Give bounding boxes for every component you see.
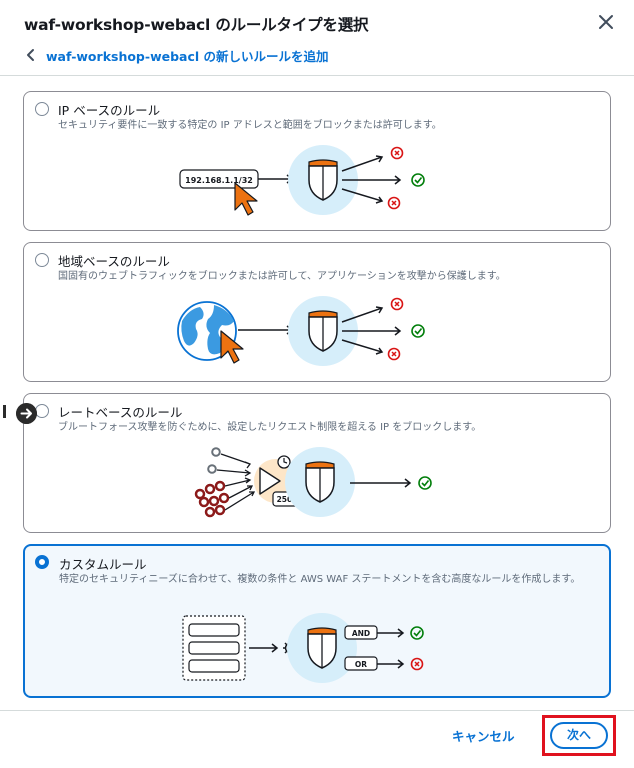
rate-rule-illustration: 2500 xyxy=(194,447,432,518)
and-label: AND xyxy=(352,629,370,638)
block-x-icon xyxy=(387,196,401,210)
cancel-button[interactable]: キャンセル xyxy=(452,729,515,744)
next-button[interactable]: 次へ xyxy=(550,722,608,749)
throttle-funnel xyxy=(259,467,281,495)
radio-rate[interactable] xyxy=(35,404,49,418)
modal-header: waf-workshop-webacl のルールタイプを選択 xyxy=(0,0,634,44)
card-title: IP ベースのルール xyxy=(58,103,161,118)
radio-geo[interactable] xyxy=(35,253,49,267)
card-title: カスタムルール xyxy=(59,557,147,572)
rule-type-card-ip[interactable]: IP ベースのルール セキュリティ要件に一致する特定の IP アドレスと範囲をブ… xyxy=(23,91,611,231)
block-x-icon xyxy=(410,657,424,671)
allow-check-icon xyxy=(410,626,424,640)
allow-check-icon xyxy=(411,324,425,338)
footer-divider xyxy=(0,710,634,711)
header-divider xyxy=(0,75,634,76)
close-icon[interactable] xyxy=(596,12,616,32)
ip-address-label: 192.168.1.1/32 xyxy=(185,176,253,185)
card-description: ブルートフォース攻撃を防ぐために、設定したリクエスト制限を超える IP をブロッ… xyxy=(58,422,482,433)
card-title: レートベースのルール xyxy=(58,405,183,420)
clock-icon xyxy=(277,455,291,469)
or-label: OR xyxy=(355,660,367,669)
next-button-highlight xyxy=(542,715,616,756)
shield-icon xyxy=(307,627,337,669)
drawer-handle[interactable] xyxy=(3,405,6,418)
cursor-arrow-icon xyxy=(220,330,244,364)
shield-icon xyxy=(305,461,335,503)
rule-type-card-geo[interactable]: 地域ベースのルール 国固有のウェブトラフィックをブロックまたは許可して、アプリケ… xyxy=(23,242,611,382)
arrow-right-icon xyxy=(258,174,294,184)
rule-type-card-rate[interactable]: レートベースのルール ブルートフォース攻撃を防ぐために、設定したリクエスト制限を… xyxy=(23,393,611,533)
block-x-icon xyxy=(390,146,404,160)
allow-check-icon xyxy=(411,173,425,187)
block-x-icon xyxy=(390,297,404,311)
shield-icon xyxy=(308,310,338,352)
request-sources xyxy=(194,447,230,518)
ip-rule-illustration: 192.168.1.1/32 xyxy=(179,145,425,216)
block-x-icon xyxy=(387,347,401,361)
allow-check-icon xyxy=(418,476,432,490)
rule-type-card-custom[interactable]: カスタムルール 特定のセキュリティニーズに合わせて、複数の条件と AWS WAF… xyxy=(23,544,611,698)
card-title: 地域ベースのルール xyxy=(58,254,170,269)
card-description: 特定のセキュリティニーズに合わせて、複数の条件と AWS WAF ステートメント… xyxy=(59,574,581,585)
arrow-right-icon xyxy=(249,643,279,653)
card-description: セキュリティ要件に一致する特定の IP アドレスと範囲をブロックまたは許可します… xyxy=(58,120,442,131)
arrow-right-icon xyxy=(238,325,294,335)
back-link[interactable]: waf-workshop-webacl の新しいルールを追加 xyxy=(46,49,329,64)
chevron-left-icon[interactable] xyxy=(24,48,38,62)
radio-ip[interactable] xyxy=(35,102,49,116)
custom-rule-illustration: AND OR xyxy=(182,613,424,683)
radio-custom[interactable] xyxy=(35,555,49,569)
shield-icon xyxy=(308,159,338,201)
card-description: 国固有のウェブトラフィックをブロックまたは許可して、アプリケーションを攻撃から保… xyxy=(58,271,506,282)
geo-rule-illustration xyxy=(177,296,425,366)
arrow-right-icon[interactable] xyxy=(16,403,37,424)
rate-limit-label: 2500 xyxy=(277,495,298,504)
cursor-arrow-icon xyxy=(234,182,258,216)
modal-title: waf-workshop-webacl のルールタイプを選択 xyxy=(24,16,369,34)
